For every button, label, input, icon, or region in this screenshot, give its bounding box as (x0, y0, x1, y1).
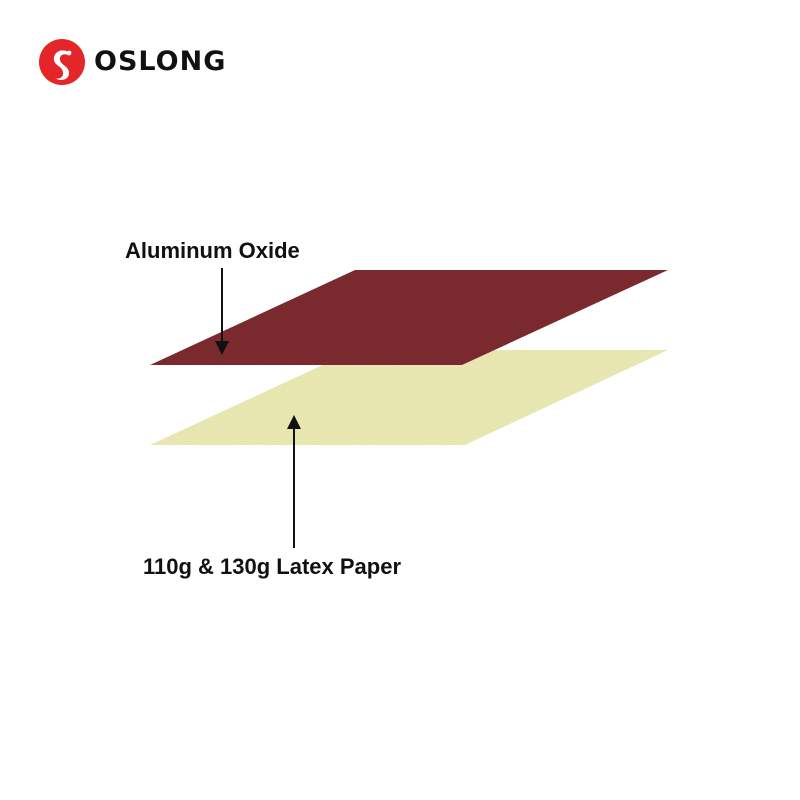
latex-paper-label: 110g & 130g Latex Paper (143, 554, 402, 579)
logo-swan-shape (53, 50, 70, 80)
brand-logo-block: OSLONG (38, 38, 226, 86)
brand-name: OSLONG (94, 46, 227, 77)
aluminum-oxide-label: Aluminum Oxide (125, 238, 300, 263)
logo-swan-head (66, 50, 72, 56)
latex-paper-layer (150, 350, 668, 445)
logo-circle (39, 39, 85, 85)
swan-logo-icon (39, 39, 85, 85)
aluminum-oxide-layer (150, 270, 668, 365)
